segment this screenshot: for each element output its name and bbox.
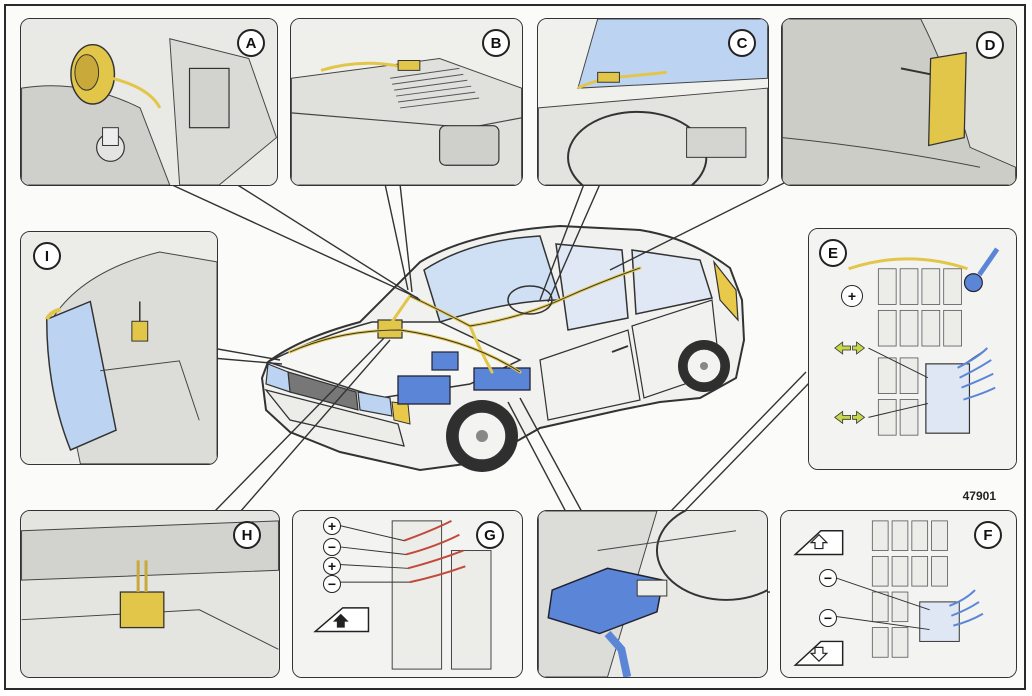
panel-g: G + − + − [292,510,523,678]
panel-g-plus-symbol-2: + [323,557,341,575]
panel-g-label: G [484,526,496,544]
panel-i-label: I [44,247,50,265]
panel-f-badge: F [974,521,1002,549]
panel-f: F − − [780,510,1017,678]
figure-reference-number: 47901 [962,489,996,503]
panel-f-minus-symbol-2: − [819,609,837,627]
panel-d-badge: D [976,31,1004,59]
panel-g-badge: G [476,521,504,549]
panel-ecu [537,510,768,678]
panel-b-label: B [490,34,502,52]
panel-c-badge: C [728,29,756,57]
panel-e-badge: E [819,239,847,267]
panel-g-minus-symbol-2: − [323,575,341,593]
fuse-box [473,367,531,391]
panel-h: H [20,510,280,678]
front-wheel [446,400,518,472]
panel-a: A [20,18,278,186]
panel-a-badge: A [237,29,265,57]
panel-f-minus-symbol-1: − [819,569,837,587]
battery [397,375,451,405]
panel-d: D [781,18,1017,186]
panel-h-badge: H [233,521,261,549]
panel-e-plus-symbol: + [841,285,863,307]
panel-b-badge: B [482,29,510,57]
panel-b: B [290,18,523,186]
rear-wheel [678,340,730,392]
panel-a-label: A [245,34,257,52]
panel-h-label: H [241,526,253,544]
panel-i-badge: I [33,242,61,270]
panel-e: E + [808,228,1017,470]
panel-g-minus-symbol-1: − [323,538,341,556]
panel-i: I [20,231,218,465]
panel-f-label: F [983,526,993,544]
panel-e-label: E [827,244,838,262]
panel-d-label: D [984,36,996,54]
panel-c-label: C [736,34,748,52]
panel-g-plus-symbol-1: + [323,517,341,535]
panel-c: C [537,18,769,186]
